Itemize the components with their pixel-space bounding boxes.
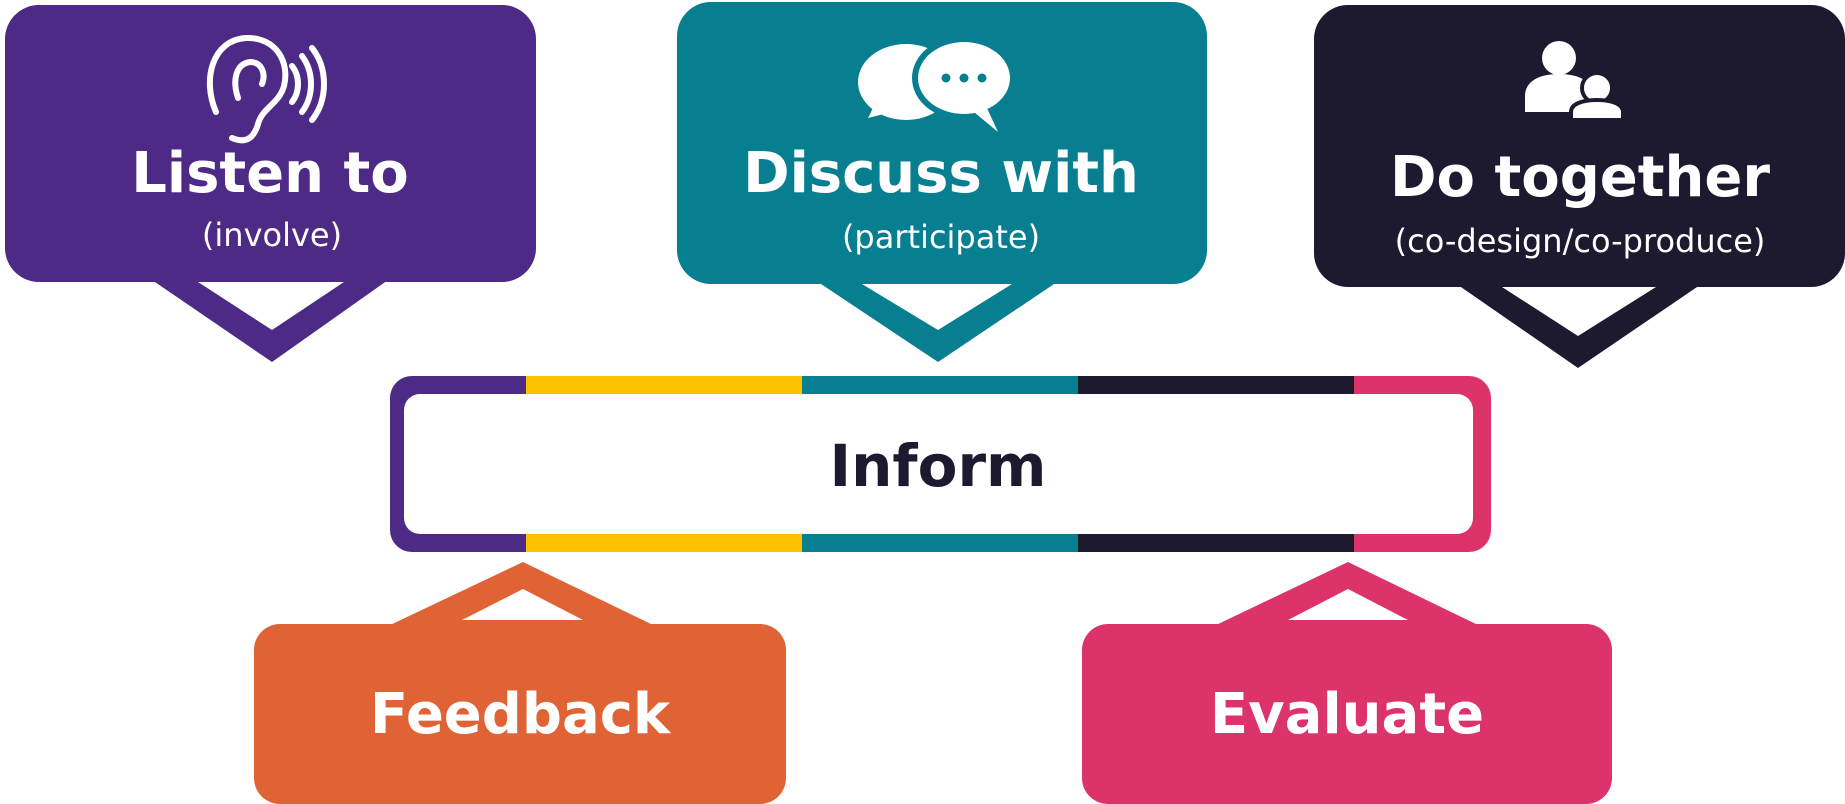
do-together-title: Do together (1390, 145, 1770, 210)
evaluate-box-bg (1082, 624, 1612, 804)
discuss-with-box-bg (677, 2, 1207, 284)
discuss-with-box: Discuss with (participate) (677, 2, 1207, 362)
discuss-with-pointer-notch (862, 284, 1012, 330)
evaluate-box: Evaluate (1082, 562, 1612, 804)
feedback-box-bg (254, 624, 786, 804)
feedback-pointer-notch (462, 589, 583, 620)
do-together-pointer-notch (1502, 287, 1656, 336)
ear-sound-icon (206, 34, 327, 144)
listen-to-title: Listen to (131, 141, 409, 206)
discuss-with-title: Discuss with (743, 141, 1139, 206)
feedback-title: Feedback (370, 682, 672, 747)
evaluate-title: Evaluate (1210, 682, 1484, 747)
listen-to-box-bg (5, 5, 536, 282)
evaluate-pointer-notch (1288, 589, 1408, 620)
people-icon (1525, 41, 1625, 122)
listen-to-box: Listen to (involve) (5, 5, 536, 362)
do-together-box: Do together (co-design/co-produce) (1314, 5, 1845, 368)
inform-box: Inform (390, 376, 1491, 552)
do-together-box-bg (1314, 5, 1845, 287)
speech-bubbles-icon (858, 36, 1016, 132)
do-together-subtitle: (co-design/co-produce) (1395, 222, 1766, 260)
inform-inner (404, 394, 1473, 534)
inform-label: Inform (830, 432, 1047, 500)
listen-to-subtitle: (involve) (202, 216, 342, 254)
discuss-with-subtitle: (participate) (842, 218, 1040, 256)
listen-to-pointer-notch (198, 282, 344, 330)
feedback-box: Feedback (254, 562, 786, 804)
